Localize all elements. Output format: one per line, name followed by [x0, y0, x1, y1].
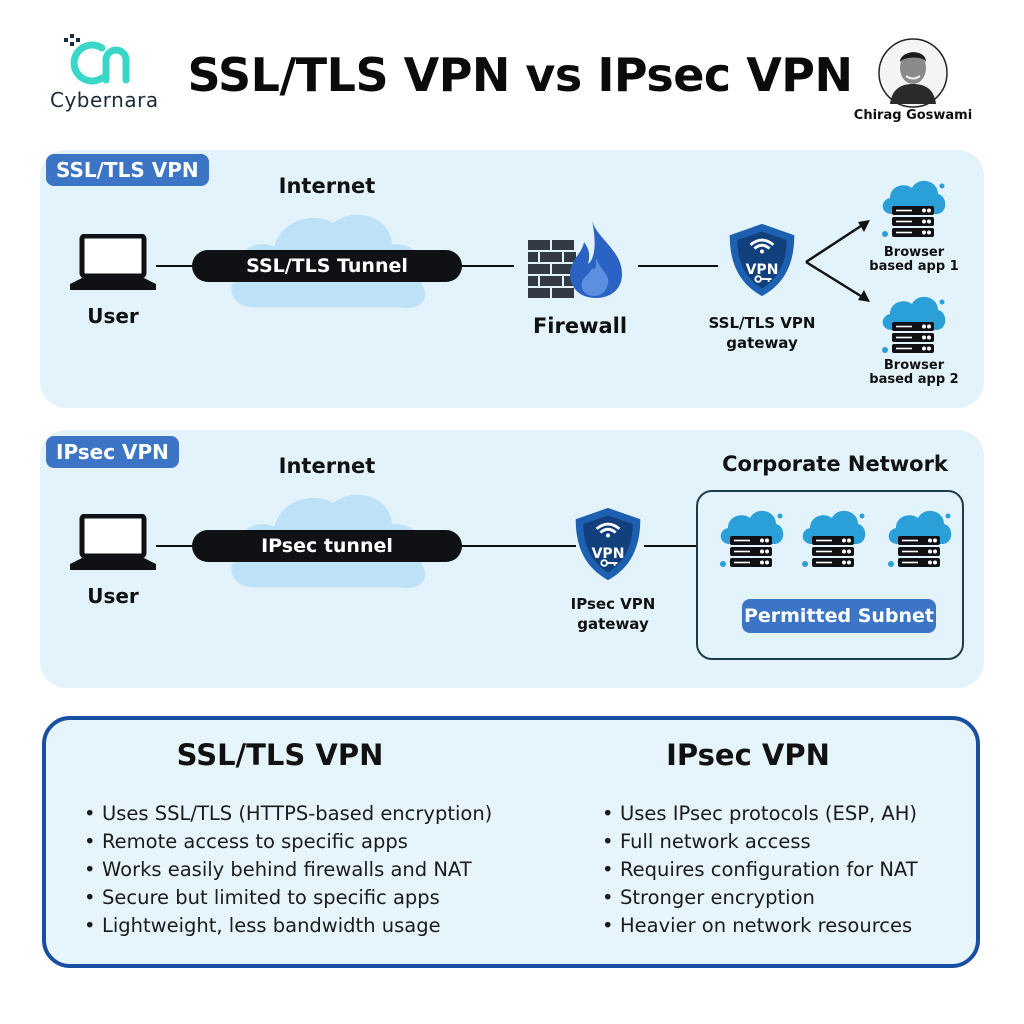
ipsec-tunnel: IPsec tunnel — [192, 530, 462, 562]
page-title: SSL/TLS VPN vs IPsec VPN — [187, 48, 853, 102]
ssl-gateway-label-line1: SSL/TLS VPN — [708, 314, 816, 332]
firewall-label: Firewall — [532, 314, 628, 338]
ssl-comparison-list: Uses SSL/TLS (HTTPS-based encryption) Re… — [84, 800, 544, 940]
ipsec-tag: IPsec VPN — [46, 436, 179, 468]
ssl-comparison-title: SSL/TLS VPN — [176, 738, 384, 772]
ssl-user-label: User — [87, 304, 139, 328]
list-item: Works easily behind firewalls and NAT — [84, 856, 544, 884]
ipsec-gateway-label-line1: IPsec VPN — [570, 595, 656, 613]
corporate-server-2-icon — [798, 504, 868, 574]
ipsec-user-label: User — [87, 584, 139, 608]
ssl-tunnel: SSL/TLS Tunnel — [192, 250, 462, 282]
list-item: Remote access to specific apps — [84, 828, 544, 856]
ipsec-wire-gateway — [460, 545, 576, 547]
ipsec-wire-user — [156, 545, 196, 547]
avatar-icon — [878, 38, 948, 108]
firewall-icon — [528, 220, 622, 298]
ipsec-gateway-label: IPsec VPN gateway — [546, 594, 680, 634]
ipsec-internet-label: Internet — [278, 454, 376, 478]
logo-mark-icon — [64, 34, 130, 85]
browser-app-2-server-icon — [878, 290, 948, 360]
browser-app-2-label: Browser based app 2 — [862, 359, 966, 387]
ipsec-comparison-title: IPsec VPN — [666, 738, 830, 772]
corporate-server-1-icon — [716, 504, 786, 574]
author-name: Chirag Goswami — [853, 108, 973, 123]
ssl-wire-user — [156, 265, 196, 267]
cybernara-logo — [62, 34, 146, 88]
list-item: Uses SSL/TLS (HTTPS-based encryption) — [84, 800, 544, 828]
ipsec-comparison-list: Uses IPsec protocols (ESP, AH) Full netw… — [602, 800, 962, 940]
ssl-vpn-badge: VPN — [745, 262, 779, 278]
permitted-subnet-badge: Permitted Subnet — [742, 599, 936, 633]
ssl-branch-arrows — [805, 220, 870, 302]
browser-app-1-line2: based app 1 — [869, 259, 959, 274]
ssl-tls-tag: SSL/TLS VPN — [46, 154, 209, 186]
ssl-gateway-label-line2: gateway — [726, 334, 798, 352]
corporate-network-box — [696, 490, 964, 660]
list-item: Secure but limited to specific apps — [84, 884, 544, 912]
list-item: Lightweight, less bandwidth usage — [84, 912, 544, 940]
ssl-wire-firewall — [460, 265, 514, 267]
list-item: Stronger encryption — [602, 884, 962, 912]
brand-name: Cybernara — [50, 88, 159, 112]
browser-app-2-line2: based app 2 — [869, 372, 959, 387]
ssl-user-laptop-icon — [68, 234, 158, 294]
ipsec-gateway-label-line2: gateway — [577, 615, 649, 633]
browser-app-1-label: Browser based app 1 — [862, 246, 966, 274]
ipsec-user-laptop-icon — [68, 514, 158, 574]
ssl-gateway-label: SSL/TLS VPN gateway — [690, 313, 834, 353]
corporate-network-label: Corporate Network — [722, 452, 948, 476]
list-item: Uses IPsec protocols (ESP, AH) — [602, 800, 962, 828]
browser-app-1-line1: Browser — [883, 245, 945, 260]
ipsec-wire-corporate — [644, 545, 698, 547]
list-item: Full network access — [602, 828, 962, 856]
ipsec-vpn-shield-icon — [570, 506, 646, 582]
list-item: Requires configuration for NAT — [602, 856, 962, 884]
corporate-server-3-icon — [884, 504, 954, 574]
browser-app-1-server-icon — [878, 174, 948, 244]
ssl-wire-gateway — [638, 265, 718, 267]
browser-app-2-line1: Browser — [883, 358, 945, 373]
ssl-tls-panel — [40, 150, 984, 408]
ssl-vpn-shield-icon — [724, 222, 800, 298]
ipsec-vpn-badge: VPN — [591, 546, 625, 562]
ssl-internet-label: Internet — [278, 174, 376, 198]
list-item: Heavier on network resources — [602, 912, 962, 940]
author-avatar — [878, 38, 948, 108]
